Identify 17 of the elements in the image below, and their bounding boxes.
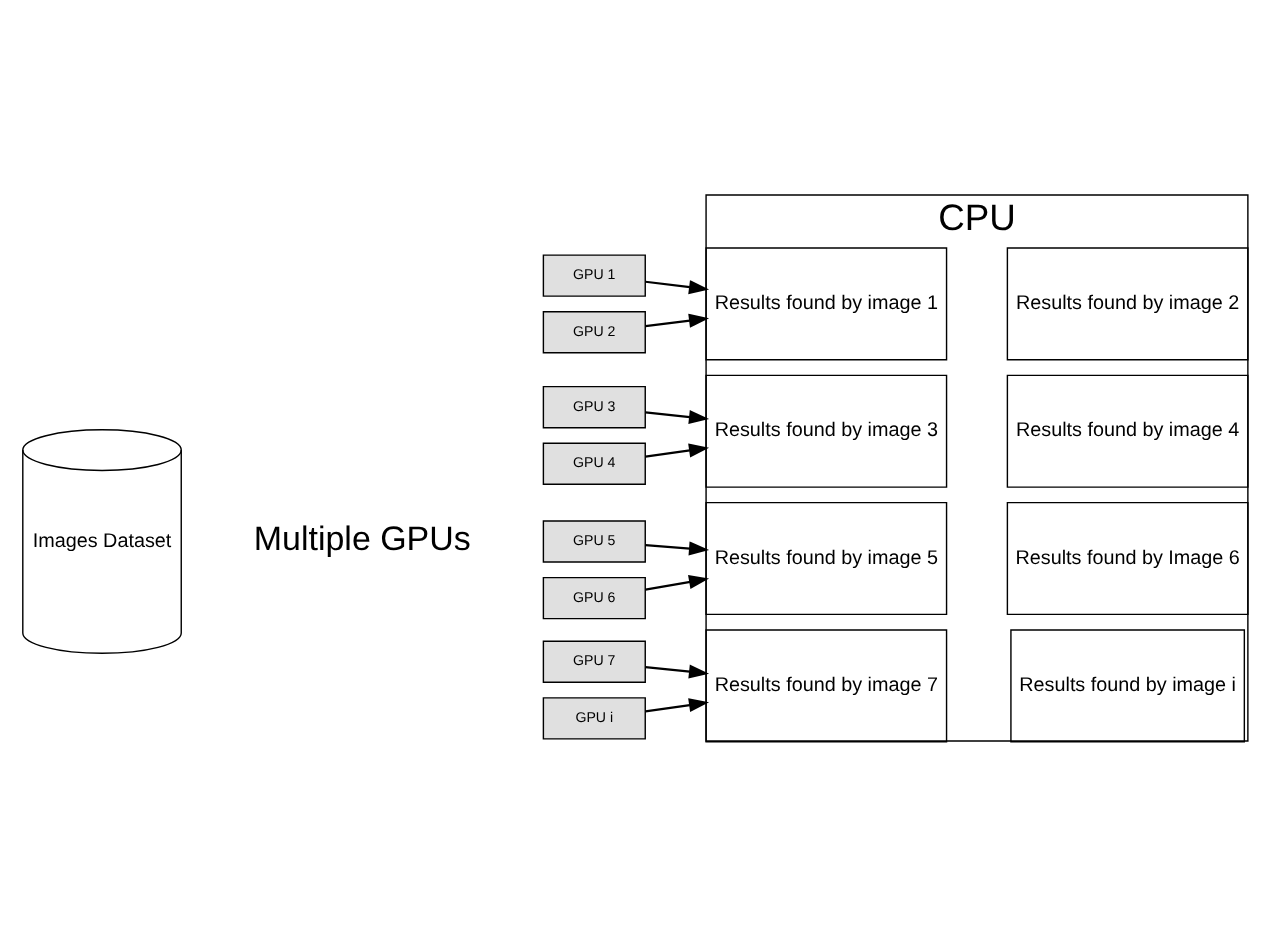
arrow (645, 280, 710, 295)
arrow (645, 409, 710, 424)
arrow (645, 313, 710, 328)
arrow (645, 664, 710, 679)
node-box: Results found by image 7 (705, 629, 948, 743)
node-box: Results found by Image 6 (1006, 501, 1249, 616)
node-box: Results found by image 2 (1006, 247, 1249, 361)
arrow (645, 698, 710, 713)
arrow (645, 541, 710, 556)
label: Multiple GPUs (253, 520, 471, 559)
node-box: Results found by image i (1010, 629, 1246, 743)
node-box: Results found by image 1 (705, 247, 948, 361)
arrow (645, 443, 710, 458)
node-box: Results found by image 4 (1006, 374, 1249, 488)
arrow (645, 575, 710, 591)
node-box: Results found by image 3 (705, 374, 948, 488)
node-box: Results found by image 5 (705, 501, 948, 616)
